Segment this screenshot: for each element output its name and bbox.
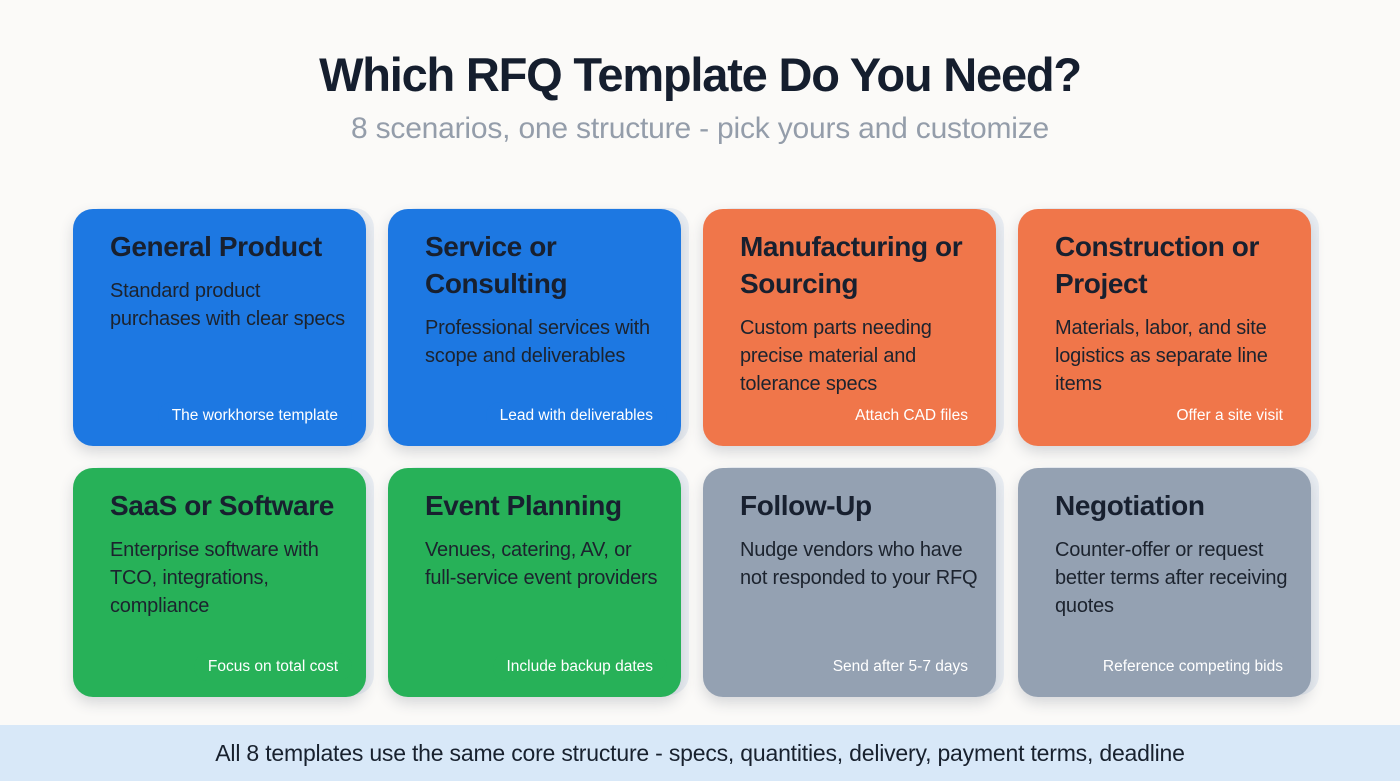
card-badge: Send after 5-7 days bbox=[818, 652, 982, 681]
card-description: Professional services with scope and del… bbox=[425, 316, 650, 367]
card-title: Manufacturing or Sourcing bbox=[740, 231, 963, 299]
card-construction-or-project: Construction or Project Materials, labor… bbox=[1018, 208, 1319, 446]
card-badge: Reference competing bids bbox=[1088, 652, 1297, 681]
page-subtitle: 8 scenarios, one structure - pick yours … bbox=[350, 112, 1050, 146]
page-title: Which RFQ Template Do You Need? bbox=[319, 48, 1082, 101]
card-event-planning: Event Planning Venues, catering, AV, or … bbox=[388, 467, 689, 697]
card-badge: The workhorse template bbox=[157, 401, 352, 430]
card-title: General Product bbox=[110, 231, 322, 262]
page-header: Which RFQ Template Do You Need? 8 scenar… bbox=[0, 0, 1400, 146]
card-badge: Include backup dates bbox=[492, 652, 667, 681]
card-description: Custom parts needing precise material an… bbox=[740, 316, 932, 395]
footer-bar: All 8 templates use the same core struct… bbox=[0, 725, 1400, 781]
card-title: Event Planning bbox=[425, 490, 622, 521]
footer-text: All 8 templates use the same core struct… bbox=[215, 739, 1185, 766]
card-description: Nudge vendors who have not responded to … bbox=[740, 538, 978, 589]
card-badge: Lead with deliverables bbox=[485, 401, 667, 430]
card-title: SaaS or Software bbox=[110, 490, 334, 521]
card-title: Follow-Up bbox=[740, 490, 872, 521]
card-title: Service or Consulting bbox=[425, 231, 568, 299]
card-badge: Attach CAD files bbox=[841, 401, 982, 430]
card-badge: Offer a site visit bbox=[1162, 401, 1297, 430]
card-description: Standard product purchases with clear sp… bbox=[110, 279, 345, 330]
card-description: Materials, labor, and site logistics as … bbox=[1055, 316, 1268, 395]
card-general-product: General Product Standard product purchas… bbox=[73, 208, 374, 446]
card-negotiation: Negotiation Counter-offer or request bet… bbox=[1018, 467, 1319, 697]
card-description: Counter-offer or request better terms af… bbox=[1055, 538, 1288, 617]
card-badge: Focus on total cost bbox=[193, 652, 352, 681]
card-manufacturing-or-sourcing: Manufacturing or Sourcing Custom parts n… bbox=[703, 208, 1004, 446]
card-title: Negotiation bbox=[1055, 490, 1205, 521]
card-service-or-consulting: Service or Consulting Professional servi… bbox=[388, 208, 689, 446]
card-description: Enterprise software with TCO, integratio… bbox=[110, 538, 319, 617]
card-title: Construction or Project bbox=[1055, 231, 1259, 299]
card-saas-or-software: SaaS or Software Enterprise software wit… bbox=[73, 467, 374, 697]
template-card-grid: General Product Standard product purchas… bbox=[73, 208, 1319, 697]
card-description: Venues, catering, AV, or full-service ev… bbox=[425, 538, 658, 589]
card-follow-up: Follow-Up Nudge vendors who have not res… bbox=[703, 467, 1004, 697]
